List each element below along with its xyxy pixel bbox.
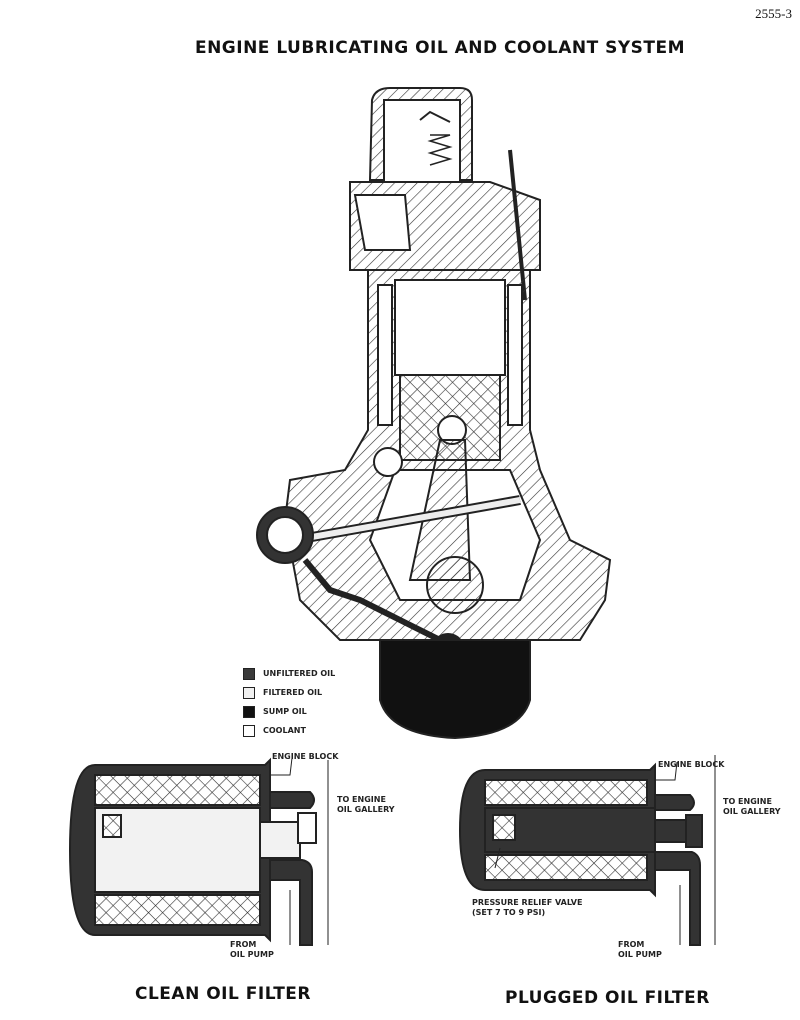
label-line: FROM bbox=[618, 940, 645, 949]
clean-filter-caption: CLEAN OIL FILTER bbox=[135, 984, 312, 1004]
legend-item-sump: SUMP OIL bbox=[243, 706, 307, 718]
legend-swatch bbox=[243, 668, 255, 680]
engine-cross-section bbox=[256, 87, 612, 740]
label-line: OIL PUMP bbox=[230, 950, 274, 959]
label-line: FROM bbox=[230, 940, 257, 949]
legend-label: FILTERED OIL bbox=[263, 688, 323, 697]
relief-valve-label: PRESSURE RELIEF VALVE (SET 7 TO 9 PSI) bbox=[472, 898, 582, 918]
legend-item-filtered: FILTERED OIL bbox=[243, 687, 322, 699]
legend-swatch bbox=[243, 706, 255, 718]
label-line: OIL GALLERY bbox=[337, 805, 395, 814]
clean-to-gallery-label: TO ENGINE OIL GALLERY bbox=[337, 795, 395, 815]
plugged-filter-caption: PLUGGED OIL FILTER bbox=[505, 988, 710, 1008]
page-number: 2555-3 bbox=[755, 6, 792, 21]
label-line: TO ENGINE bbox=[723, 797, 772, 806]
label-line: TO ENGINE bbox=[337, 795, 386, 804]
page-title: ENGINE LUBRICATING OIL AND COOLANT SYSTE… bbox=[194, 38, 686, 58]
legend-item-coolant: COOLANT bbox=[243, 725, 306, 737]
clean-oil-filter bbox=[68, 757, 329, 946]
plugged-to-gallery-label: TO ENGINE OIL GALLERY bbox=[723, 797, 781, 817]
label-line: OIL GALLERY bbox=[723, 807, 781, 816]
label-line: OIL PUMP bbox=[618, 950, 662, 959]
clean-engine-block-label: ENGINE BLOCK bbox=[272, 752, 339, 761]
plugged-engine-block-label: ENGINE BLOCK bbox=[658, 760, 725, 769]
label-line: (SET 7 TO 9 PSI) bbox=[472, 908, 546, 917]
legend-swatch bbox=[243, 725, 255, 737]
legend-label: SUMP OIL bbox=[263, 707, 307, 716]
plugged-from-pump-label: FROM OIL PUMP bbox=[618, 940, 662, 960]
clean-from-pump-label: FROM OIL PUMP bbox=[230, 940, 274, 960]
legend-item-unfiltered: UNFILTERED OIL bbox=[243, 668, 335, 680]
plugged-oil-filter bbox=[458, 755, 716, 946]
legend-label: UNFILTERED OIL bbox=[263, 669, 336, 678]
label-line: PRESSURE RELIEF VALVE bbox=[472, 898, 583, 907]
legend-label: COOLANT bbox=[263, 726, 306, 735]
legend-swatch bbox=[243, 687, 255, 699]
